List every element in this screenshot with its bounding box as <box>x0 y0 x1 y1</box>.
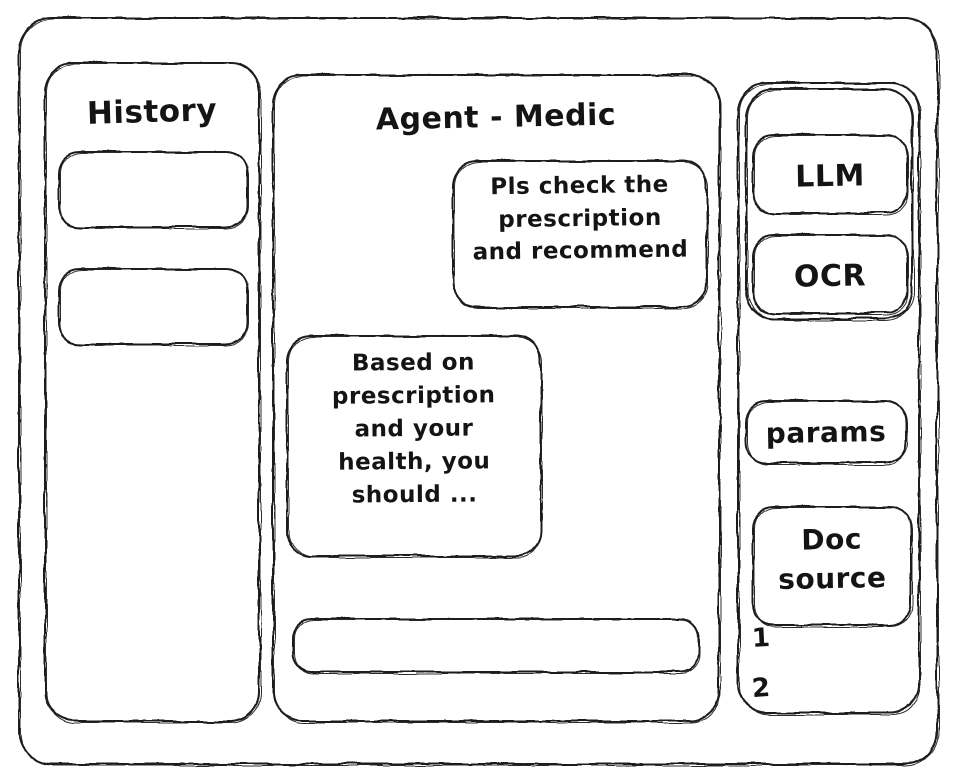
message-input[interactable] <box>292 618 700 673</box>
user-message-bubble <box>452 160 708 308</box>
tool-llm-button[interactable] <box>752 134 908 214</box>
tool-ocr-label: OCR <box>793 258 867 295</box>
history-item[interactable] <box>58 151 248 228</box>
params-button[interactable] <box>745 400 907 464</box>
params-label: params <box>765 414 887 451</box>
user-message-text: Pls check the prescription and recommend <box>472 171 689 266</box>
history-item[interactable] <box>58 268 248 345</box>
assistant-message-bubble <box>286 335 542 557</box>
doc-source-label: Doc source <box>777 522 887 596</box>
tool-ocr-button[interactable] <box>752 234 908 314</box>
tool-llm-label: LLM <box>794 158 866 195</box>
doc-source-button[interactable] <box>752 506 912 626</box>
doc-source-list-number[interactable]: 2 <box>750 672 772 705</box>
assistant-message-text: Based on prescription and your health, y… <box>331 349 496 509</box>
history-panel-title: History <box>86 92 218 132</box>
doc-source-list-number[interactable]: 1 <box>751 622 772 654</box>
